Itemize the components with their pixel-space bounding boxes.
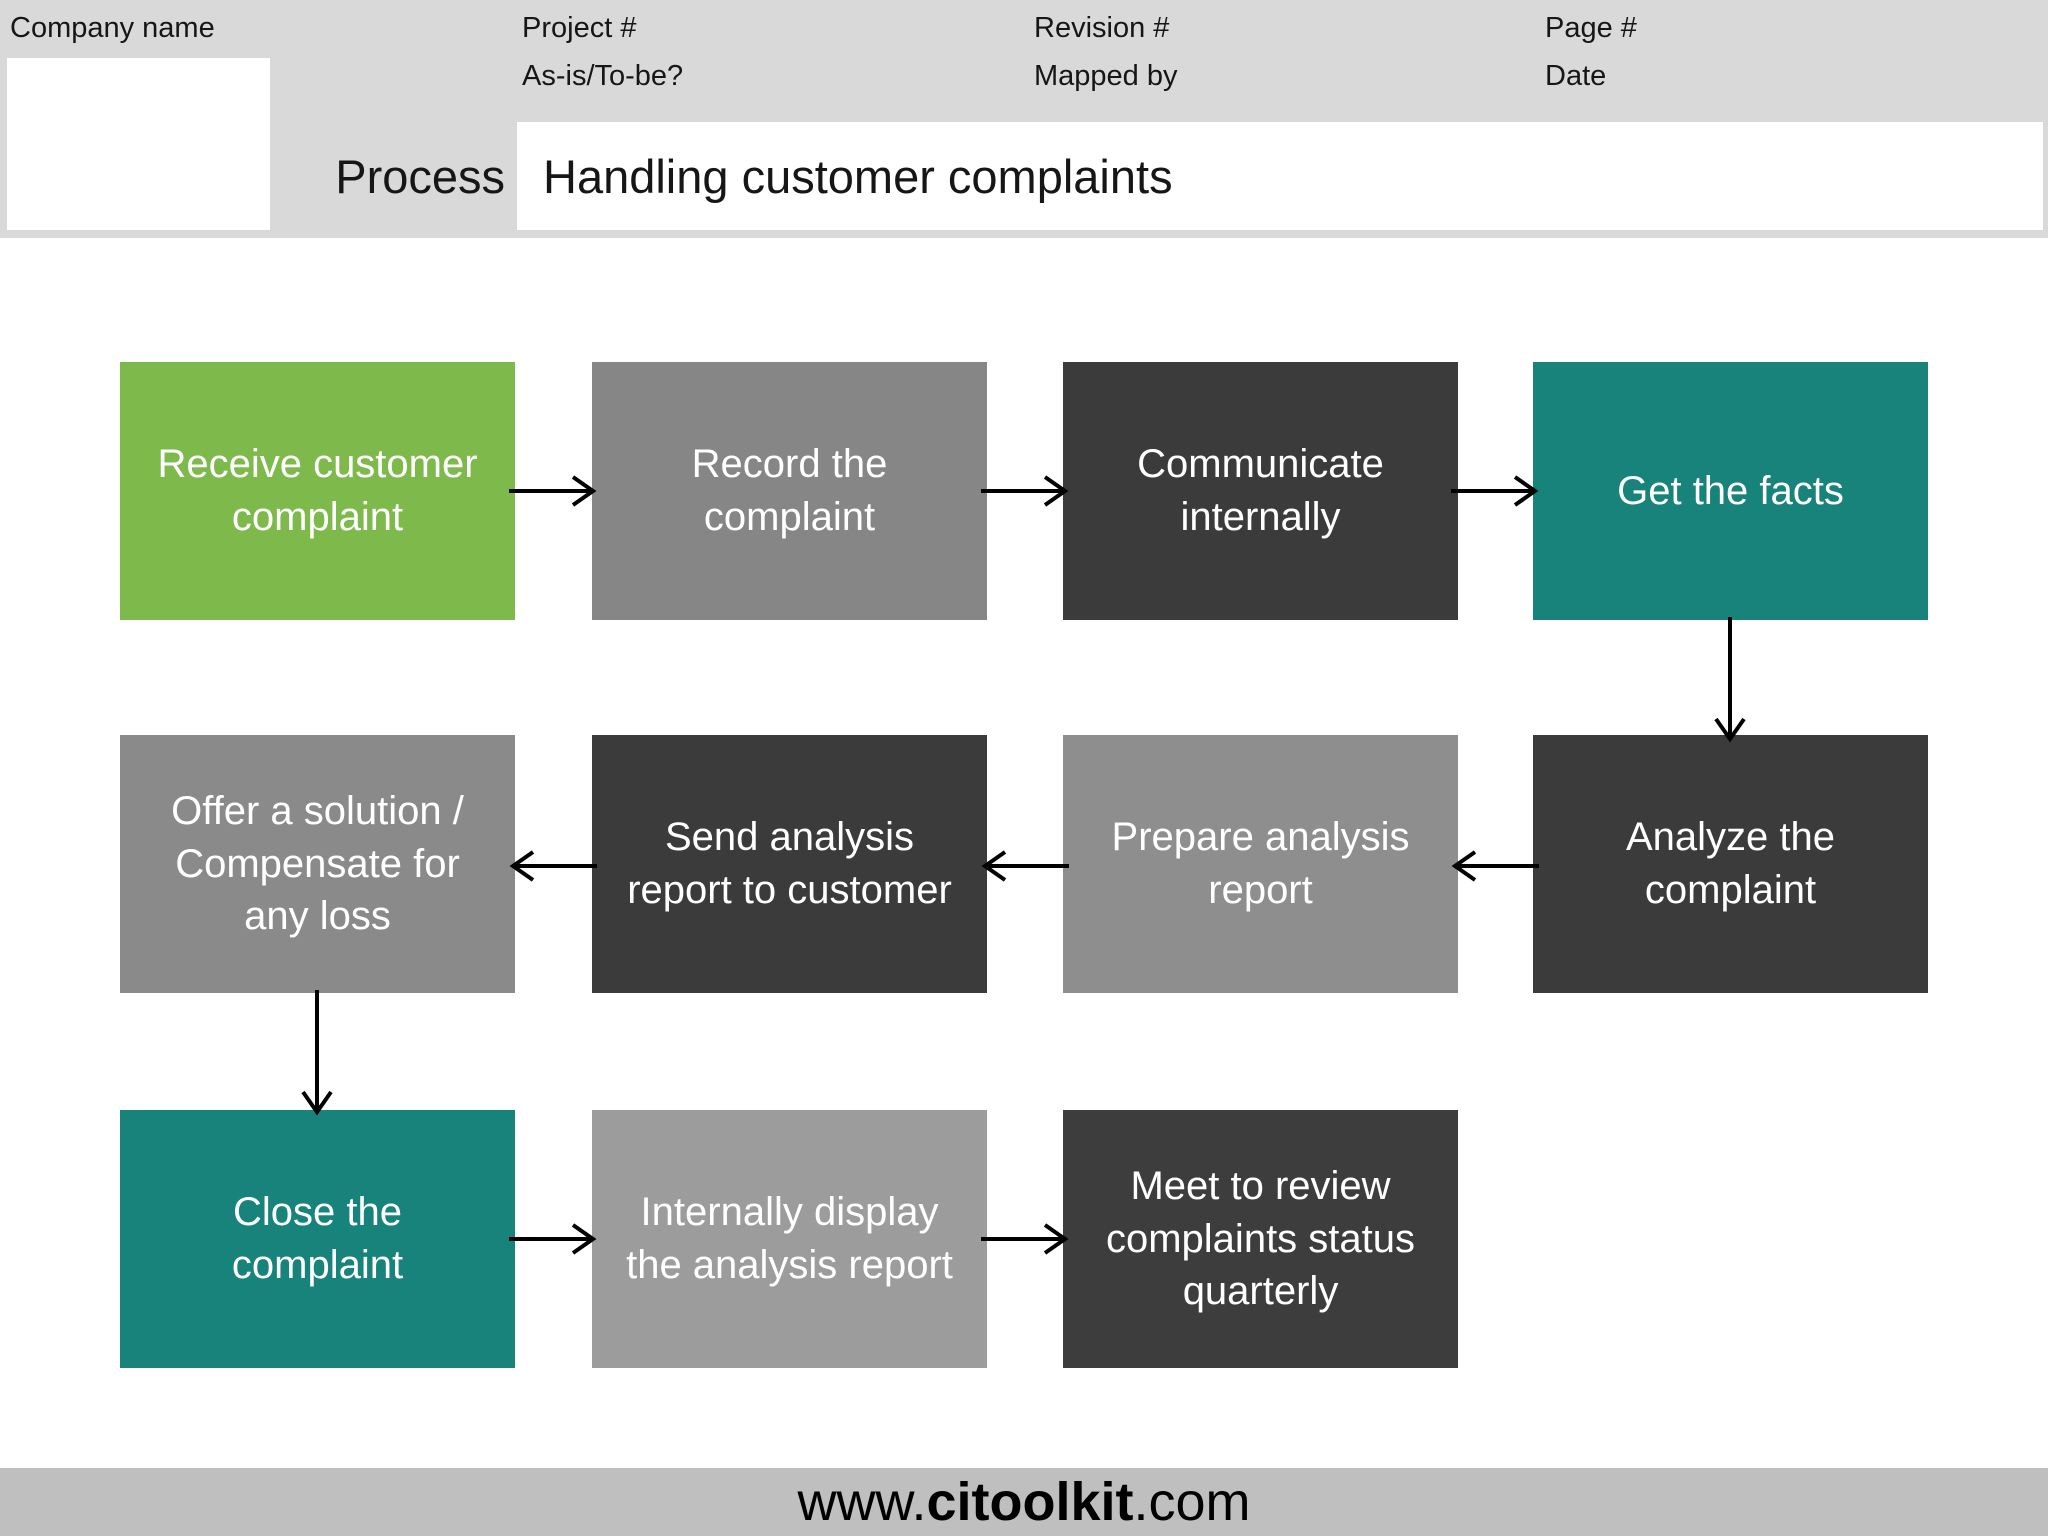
footer-url-prefix: www. [797,1472,927,1532]
node-analyze-the-complaint: Analyze the complaint [1533,735,1928,993]
arrow-communicate-to-getfacts [1451,475,1539,507]
field-label-page: Page # [1545,12,1637,44]
arrow-prepare-to-send [981,850,1069,882]
node-meet-to-review: Meet to review complaints status quarter… [1063,1110,1458,1368]
node-get-the-facts: Get the facts [1533,362,1928,620]
node-close-the-complaint: Close the complaint [120,1110,515,1368]
footer-url[interactable]: www.citoolkit.com [797,1471,1250,1533]
field-label-revision: Revision # [1034,12,1170,44]
field-label-project: Project # [522,12,637,44]
node-communicate-internally: Communicate internally [1063,362,1458,620]
arrow-record-to-communicate [981,475,1069,507]
process-title-field[interactable]: Handling customer complaints [517,122,2043,230]
node-offer-a-solution: Offer a solution / Compensate for any lo… [120,735,515,993]
arrow-send-to-offer [509,850,597,882]
arrow-display-to-meet [981,1223,1069,1255]
node-prepare-analysis-report: Prepare analysis report [1063,735,1458,993]
field-label-mapped-by: Mapped by [1034,60,1178,92]
process-title: Handling customer complaints [543,149,1173,203]
arrow-analyze-to-prepare [1451,850,1539,882]
node-record-the-complaint: Record the complaint [592,362,987,620]
field-label-as-is-to-be: As-is/To-be? [522,60,684,92]
arrow-getfacts-to-analyze [1714,617,1746,743]
arrow-close-to-display [509,1223,597,1255]
company-name-field[interactable] [7,58,270,230]
process-label: Process [335,149,505,203]
node-send-analysis-report: Send analysis report to customer [592,735,987,993]
arrow-receive-to-record [509,475,597,507]
company-name-label: Company name [10,12,215,44]
arrow-offer-to-close [301,990,333,1116]
node-receive-customer-complaint: Receive customer complaint [120,362,515,620]
footer-band: www.citoolkit.com [0,1468,2048,1536]
node-internally-display-report: Internally display the analysis report [592,1110,987,1368]
field-label-date: Date [1545,60,1607,92]
footer-url-brand: citoolkit [926,1472,1134,1532]
footer-url-suffix: .com [1133,1472,1251,1532]
